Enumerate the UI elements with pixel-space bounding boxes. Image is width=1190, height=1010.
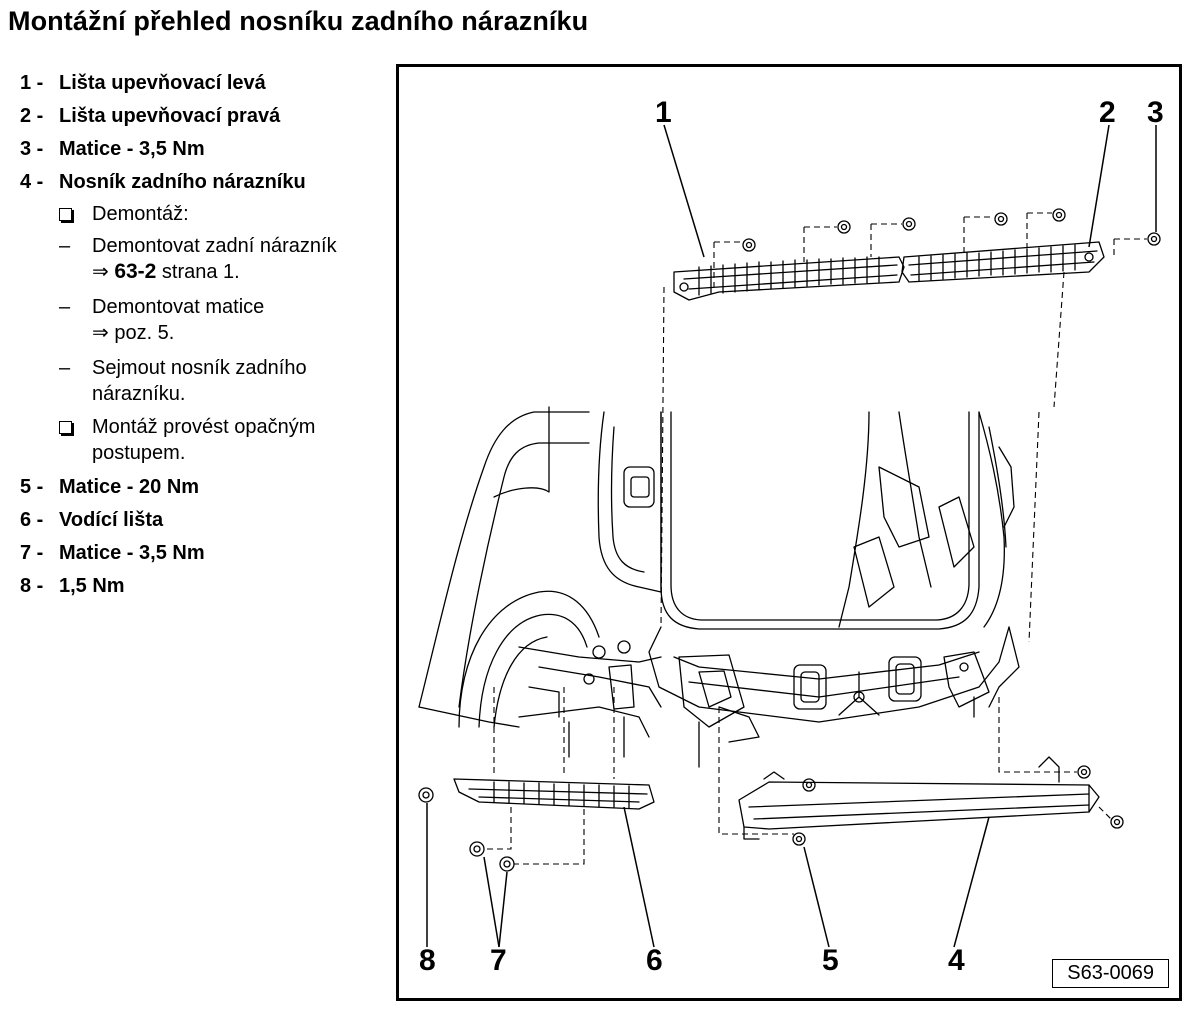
legend-number: 6 - bbox=[20, 509, 44, 531]
checkbox-bullet-icon bbox=[59, 414, 89, 440]
callout-5: 5 bbox=[822, 944, 839, 977]
callout-7: 7 bbox=[490, 944, 507, 977]
callout-1: 1 bbox=[655, 96, 672, 129]
dash-bullet-icon: – bbox=[59, 235, 71, 257]
upper-mounting-strips-drawing bbox=[673, 241, 1105, 301]
step-text: Demontovat zadní nárazník bbox=[92, 235, 337, 257]
reference-link[interactable]: 63-2 bbox=[114, 260, 157, 283]
legend-label: Lišta upevňovací levá bbox=[59, 72, 266, 94]
legend-number: 7 - bbox=[20, 542, 44, 564]
legend-label: Nosník zadního nárazníku bbox=[59, 171, 306, 193]
legend-label: Lišta upevňovací pravá bbox=[59, 105, 281, 127]
callout-3: 3 bbox=[1147, 96, 1164, 129]
legend-number: 1 - bbox=[20, 72, 44, 94]
step-text: Demontáž: bbox=[92, 203, 189, 225]
legend-number: 4 - bbox=[20, 171, 44, 193]
bumper-carrier-drawing bbox=[738, 756, 1124, 846]
lower-nuts-drawing bbox=[418, 787, 515, 872]
legend-label: Matice - 3,5 Nm bbox=[59, 138, 205, 160]
step-text: Montáž provést opačným postupem. bbox=[92, 416, 316, 464]
reference-arrow-icon: ⇒ bbox=[92, 261, 109, 283]
callout-4: 4 bbox=[948, 944, 965, 977]
legend-number: 8 - bbox=[20, 575, 44, 597]
step-text: Sejmout nosník zadního nárazníku. bbox=[92, 357, 307, 405]
car-body-drawing bbox=[418, 406, 1020, 768]
dash-bullet-icon: – bbox=[59, 357, 71, 379]
legend-number: 5 - bbox=[20, 476, 44, 498]
dash-bullet-icon: – bbox=[59, 296, 71, 318]
page-title: Montážní přehled nosníku zadního nárazní… bbox=[8, 6, 589, 36]
legend-number: 3 - bbox=[20, 138, 44, 160]
upper-nuts-drawing bbox=[742, 208, 1161, 252]
guide-strip-drawing bbox=[453, 778, 655, 810]
legend-label: Matice - 20 Nm bbox=[59, 476, 200, 498]
callout-2: 2 bbox=[1099, 96, 1116, 129]
figure-reference-code: S63-0069 bbox=[1052, 959, 1169, 988]
legend-label: 1,5 Nm bbox=[59, 575, 125, 597]
legend-label: Matice - 3,5 Nm bbox=[59, 542, 205, 564]
checkbox-bullet-icon bbox=[59, 201, 89, 227]
callout-8: 8 bbox=[419, 944, 436, 977]
reference-page: strana 1. bbox=[156, 261, 240, 283]
step-text: Demontovat matice bbox=[92, 296, 265, 318]
legend-number: 2 - bbox=[20, 105, 44, 127]
reference-arrow-icon: ⇒ bbox=[92, 322, 109, 344]
legend-label: Vodící lišta bbox=[59, 509, 164, 531]
callout-6: 6 bbox=[646, 944, 663, 977]
reference-position: poz. 5. bbox=[108, 322, 175, 344]
exploded-view-drawing: 1 2 3 4 5 6 7 8 bbox=[418, 96, 1164, 977]
exploded-view-figure: 1 2 3 4 5 6 7 8 S63-0069 bbox=[396, 64, 1182, 1001]
